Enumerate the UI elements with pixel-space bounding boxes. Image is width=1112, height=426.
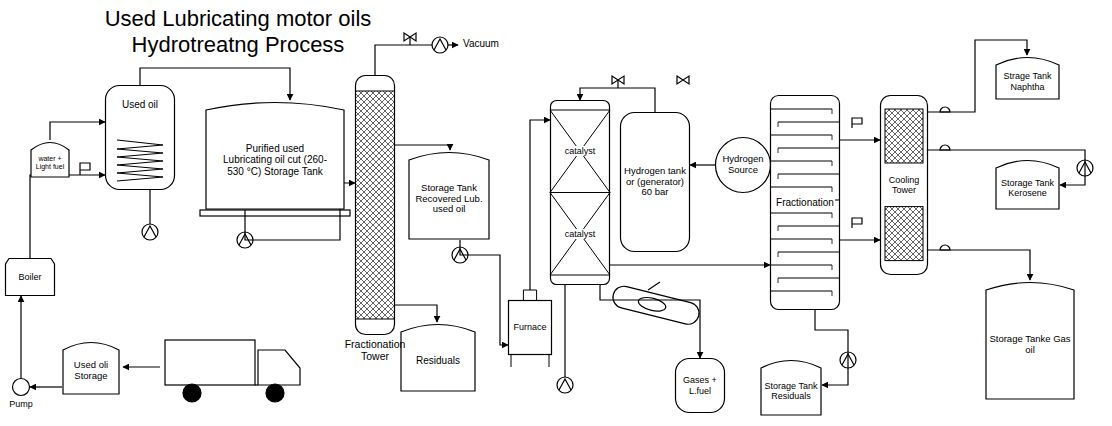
storage-tank: Storage Tank Residuals bbox=[760, 358, 822, 416]
node-label: Hydrogen tank or (generator) 60 bar bbox=[624, 166, 686, 199]
reactor-column: catalyst catalyst bbox=[550, 100, 610, 285]
pipe-connector bbox=[395, 145, 450, 150]
fractionation-tower: Fractionation Tower bbox=[355, 75, 395, 335]
truck-chassis bbox=[255, 384, 258, 385]
truck-body bbox=[165, 340, 255, 385]
pipe-connector bbox=[840, 239, 880, 240]
truck-cab bbox=[258, 350, 300, 385]
fractionation-column: Fractionation bbox=[770, 95, 840, 310]
node-label: Purified used Lubricating oil cut (260-5… bbox=[220, 143, 330, 178]
node-label: Storage Tank Residuals bbox=[762, 381, 820, 402]
valve-stem bbox=[409, 37, 410, 45]
hydrogen-tank: Hydrogen tank or (generator) 60 bar bbox=[620, 112, 690, 252]
pipe-connector bbox=[690, 164, 715, 165]
pipe-connector bbox=[30, 386, 62, 387]
storage-tank: Storage Tank Recovered Lub. used oil bbox=[408, 150, 490, 240]
node-label: Used oil bbox=[122, 99, 158, 111]
pipe-connector bbox=[395, 305, 437, 322]
storage-tank: Purified used Lubricating oil cut (260-5… bbox=[205, 100, 345, 210]
delivery-arrow bbox=[123, 366, 160, 367]
node-label: Storage Tank Recovered Lub. used oil bbox=[412, 183, 486, 216]
pump-symbol: Pump bbox=[12, 378, 30, 396]
heating-vessel: Used oil bbox=[105, 85, 175, 190]
node-label: Residuals bbox=[416, 355, 460, 367]
feed-tank: water + Light fuel bbox=[30, 140, 70, 178]
valve-symbol bbox=[677, 76, 689, 84]
storage-tank: Storage Tank Kerosene bbox=[995, 158, 1060, 210]
pipe-connector bbox=[840, 139, 880, 140]
storage-tank: Used oli Storage bbox=[62, 340, 120, 395]
level-symbol bbox=[940, 107, 950, 112]
stream-label: Vacuum bbox=[462, 38, 500, 49]
level-symbol bbox=[940, 145, 950, 150]
node-label: catalyst bbox=[564, 229, 597, 239]
vacuum-pipe bbox=[375, 45, 432, 75]
node-label: Fractionation Tower bbox=[339, 338, 411, 362]
truck-wheel bbox=[266, 384, 284, 402]
pipework bbox=[80, 33, 950, 402]
hydrogen-source: Hydrogen Source bbox=[715, 137, 771, 193]
storage-tank: Residuals bbox=[400, 322, 476, 392]
cooling-tower: Cooling Tower bbox=[880, 95, 928, 275]
pipe-connector bbox=[610, 264, 770, 265]
node-label: Furnace bbox=[513, 322, 546, 332]
node-label: Storage Tanke Gas oil bbox=[989, 334, 1071, 356]
node-label: Storage Tank Kerosene bbox=[997, 178, 1058, 199]
product-vessel: Gases + L.fuel bbox=[675, 358, 725, 413]
valve-stem bbox=[617, 80, 618, 88]
recycle-pipe bbox=[564, 285, 565, 377]
node-label: Cooling Tower bbox=[882, 175, 926, 196]
flow-indicator bbox=[852, 218, 862, 228]
tank-base bbox=[200, 210, 350, 216]
node-label: Boiler bbox=[18, 272, 41, 282]
node-label: water + Light fuel bbox=[32, 155, 68, 171]
pump-symbol bbox=[432, 37, 448, 53]
boiler: Boiler bbox=[5, 258, 55, 296]
flow-indicator bbox=[80, 163, 90, 175]
fractionation-tower-outline bbox=[355, 75, 395, 335]
node-label: Strage Tank Naphtha bbox=[997, 71, 1058, 92]
pipe-connector bbox=[30, 175, 105, 258]
pipe-connector bbox=[20, 296, 21, 378]
flow-indicator bbox=[852, 118, 862, 128]
drain-pipe bbox=[149, 190, 150, 224]
level-symbol bbox=[940, 245, 950, 250]
separator-drum bbox=[611, 284, 702, 327]
storage-tank: Storage Tanke Gas oil bbox=[985, 280, 1075, 400]
storage-tank: Strage Tank Naphtha bbox=[995, 55, 1060, 100]
vacuum-arrow bbox=[448, 44, 458, 45]
reactor-column-outline bbox=[550, 100, 610, 285]
node-label: catalyst bbox=[564, 146, 597, 156]
pipe-connector bbox=[928, 250, 1030, 280]
pump-symbol bbox=[142, 224, 158, 240]
pipe-connector bbox=[50, 122, 105, 140]
pipe-connector bbox=[600, 285, 700, 358]
node-label: Gases + L.fuel bbox=[678, 375, 722, 396]
furnace: Furnace bbox=[508, 300, 552, 355]
node-label: Pump bbox=[9, 399, 33, 409]
separator-vent bbox=[648, 282, 660, 290]
pumps bbox=[142, 37, 1093, 393]
pump-symbol bbox=[557, 377, 573, 393]
node-label: Used oli Storage bbox=[65, 360, 117, 382]
diagram-title: Used Lubricating motor oils Hydrotreatng… bbox=[88, 6, 388, 58]
node-label: Fractionation bbox=[775, 197, 835, 209]
node-label: Hydrogen Source bbox=[719, 154, 767, 176]
pipe-connector bbox=[530, 120, 550, 300]
pump-symbol-outline bbox=[12, 378, 30, 396]
truck-wheel bbox=[183, 384, 201, 402]
